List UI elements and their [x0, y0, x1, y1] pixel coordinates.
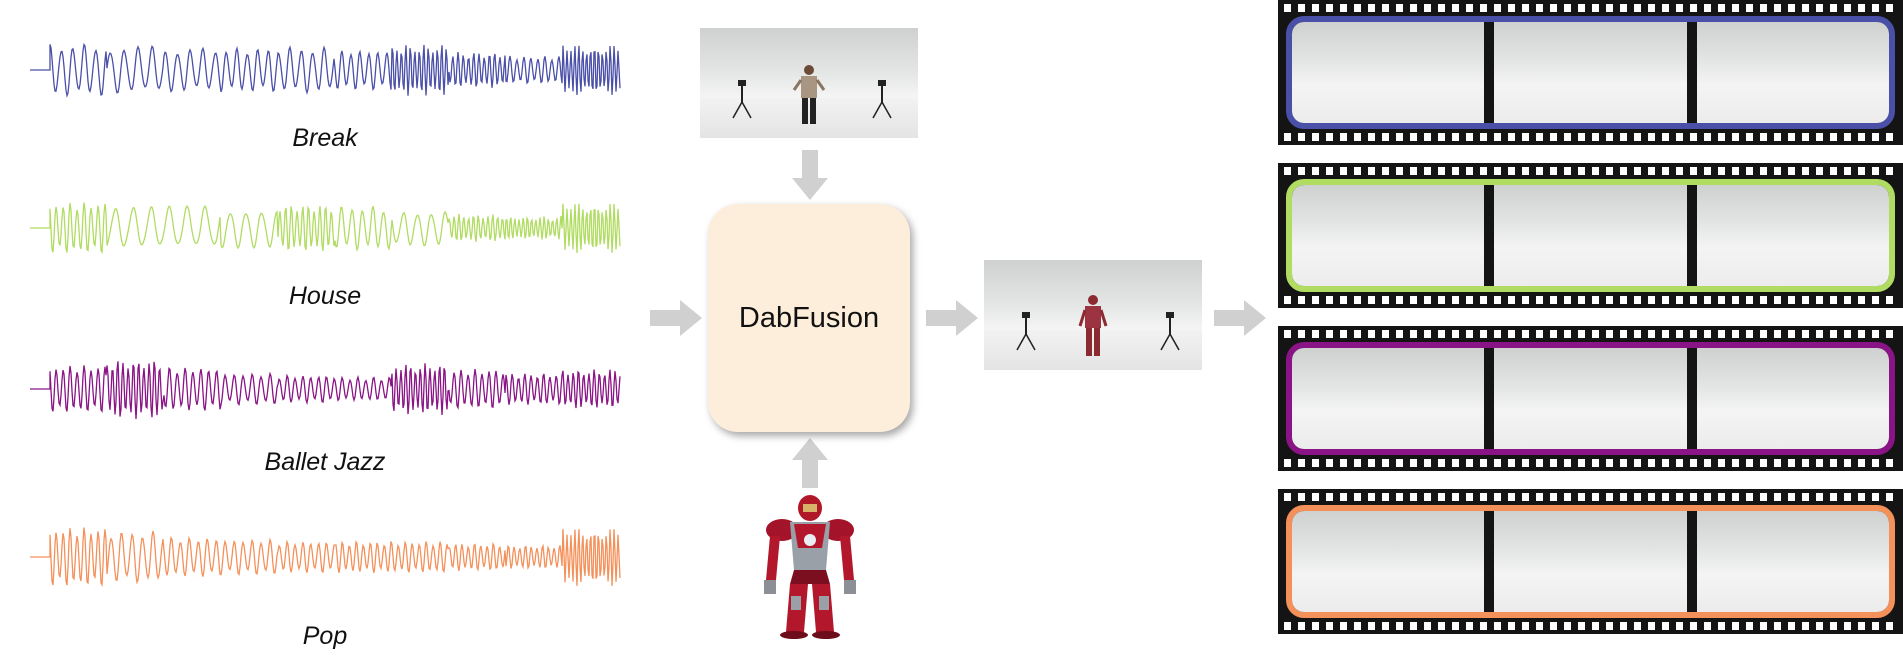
robot-in-studio-image — [984, 260, 1202, 370]
arrow-right-icon — [926, 300, 978, 336]
film-frame — [1494, 22, 1687, 123]
waveform-label-pop: Pop — [302, 622, 348, 650]
arrow-up-icon — [792, 438, 828, 488]
waveform-label-house: House — [288, 282, 362, 310]
arrow-down-icon — [792, 150, 828, 200]
film-frame — [1696, 348, 1889, 449]
film-frame — [1292, 185, 1485, 286]
film-strip-ballet-jazz — [1278, 326, 1903, 471]
robot-figure-icon — [1078, 295, 1108, 356]
film-strip-break — [1278, 0, 1903, 145]
model-label: DabFusion — [738, 301, 880, 334]
waveform-ballet-jazz — [30, 361, 621, 420]
film-frame — [1292, 348, 1485, 449]
armored-robot-figure — [764, 495, 856, 639]
dabfusion-model-box: DabFusion — [708, 204, 910, 432]
waveform-break — [30, 42, 621, 98]
dancer-figure-icon — [792, 65, 826, 124]
film-frame — [1696, 185, 1889, 286]
arrow-right-icon — [1214, 300, 1266, 336]
film-strip-pop — [1278, 489, 1903, 634]
dancer-scene-image — [700, 28, 918, 138]
waveform-pop — [30, 527, 621, 587]
waveform-label-ballet-jazz: Ballet Jazz — [264, 448, 386, 476]
film-frame — [1292, 511, 1485, 612]
film-frame — [1494, 511, 1687, 612]
film-frame — [1494, 185, 1687, 286]
arrow-right-icon — [650, 300, 702, 336]
waveform-label-break: Break — [292, 124, 358, 152]
film-strip-house — [1278, 163, 1903, 308]
waveform-house — [30, 202, 621, 254]
film-frame — [1696, 22, 1889, 123]
film-frame — [1494, 348, 1687, 449]
film-frame — [1292, 22, 1485, 123]
film-frame — [1696, 511, 1889, 612]
